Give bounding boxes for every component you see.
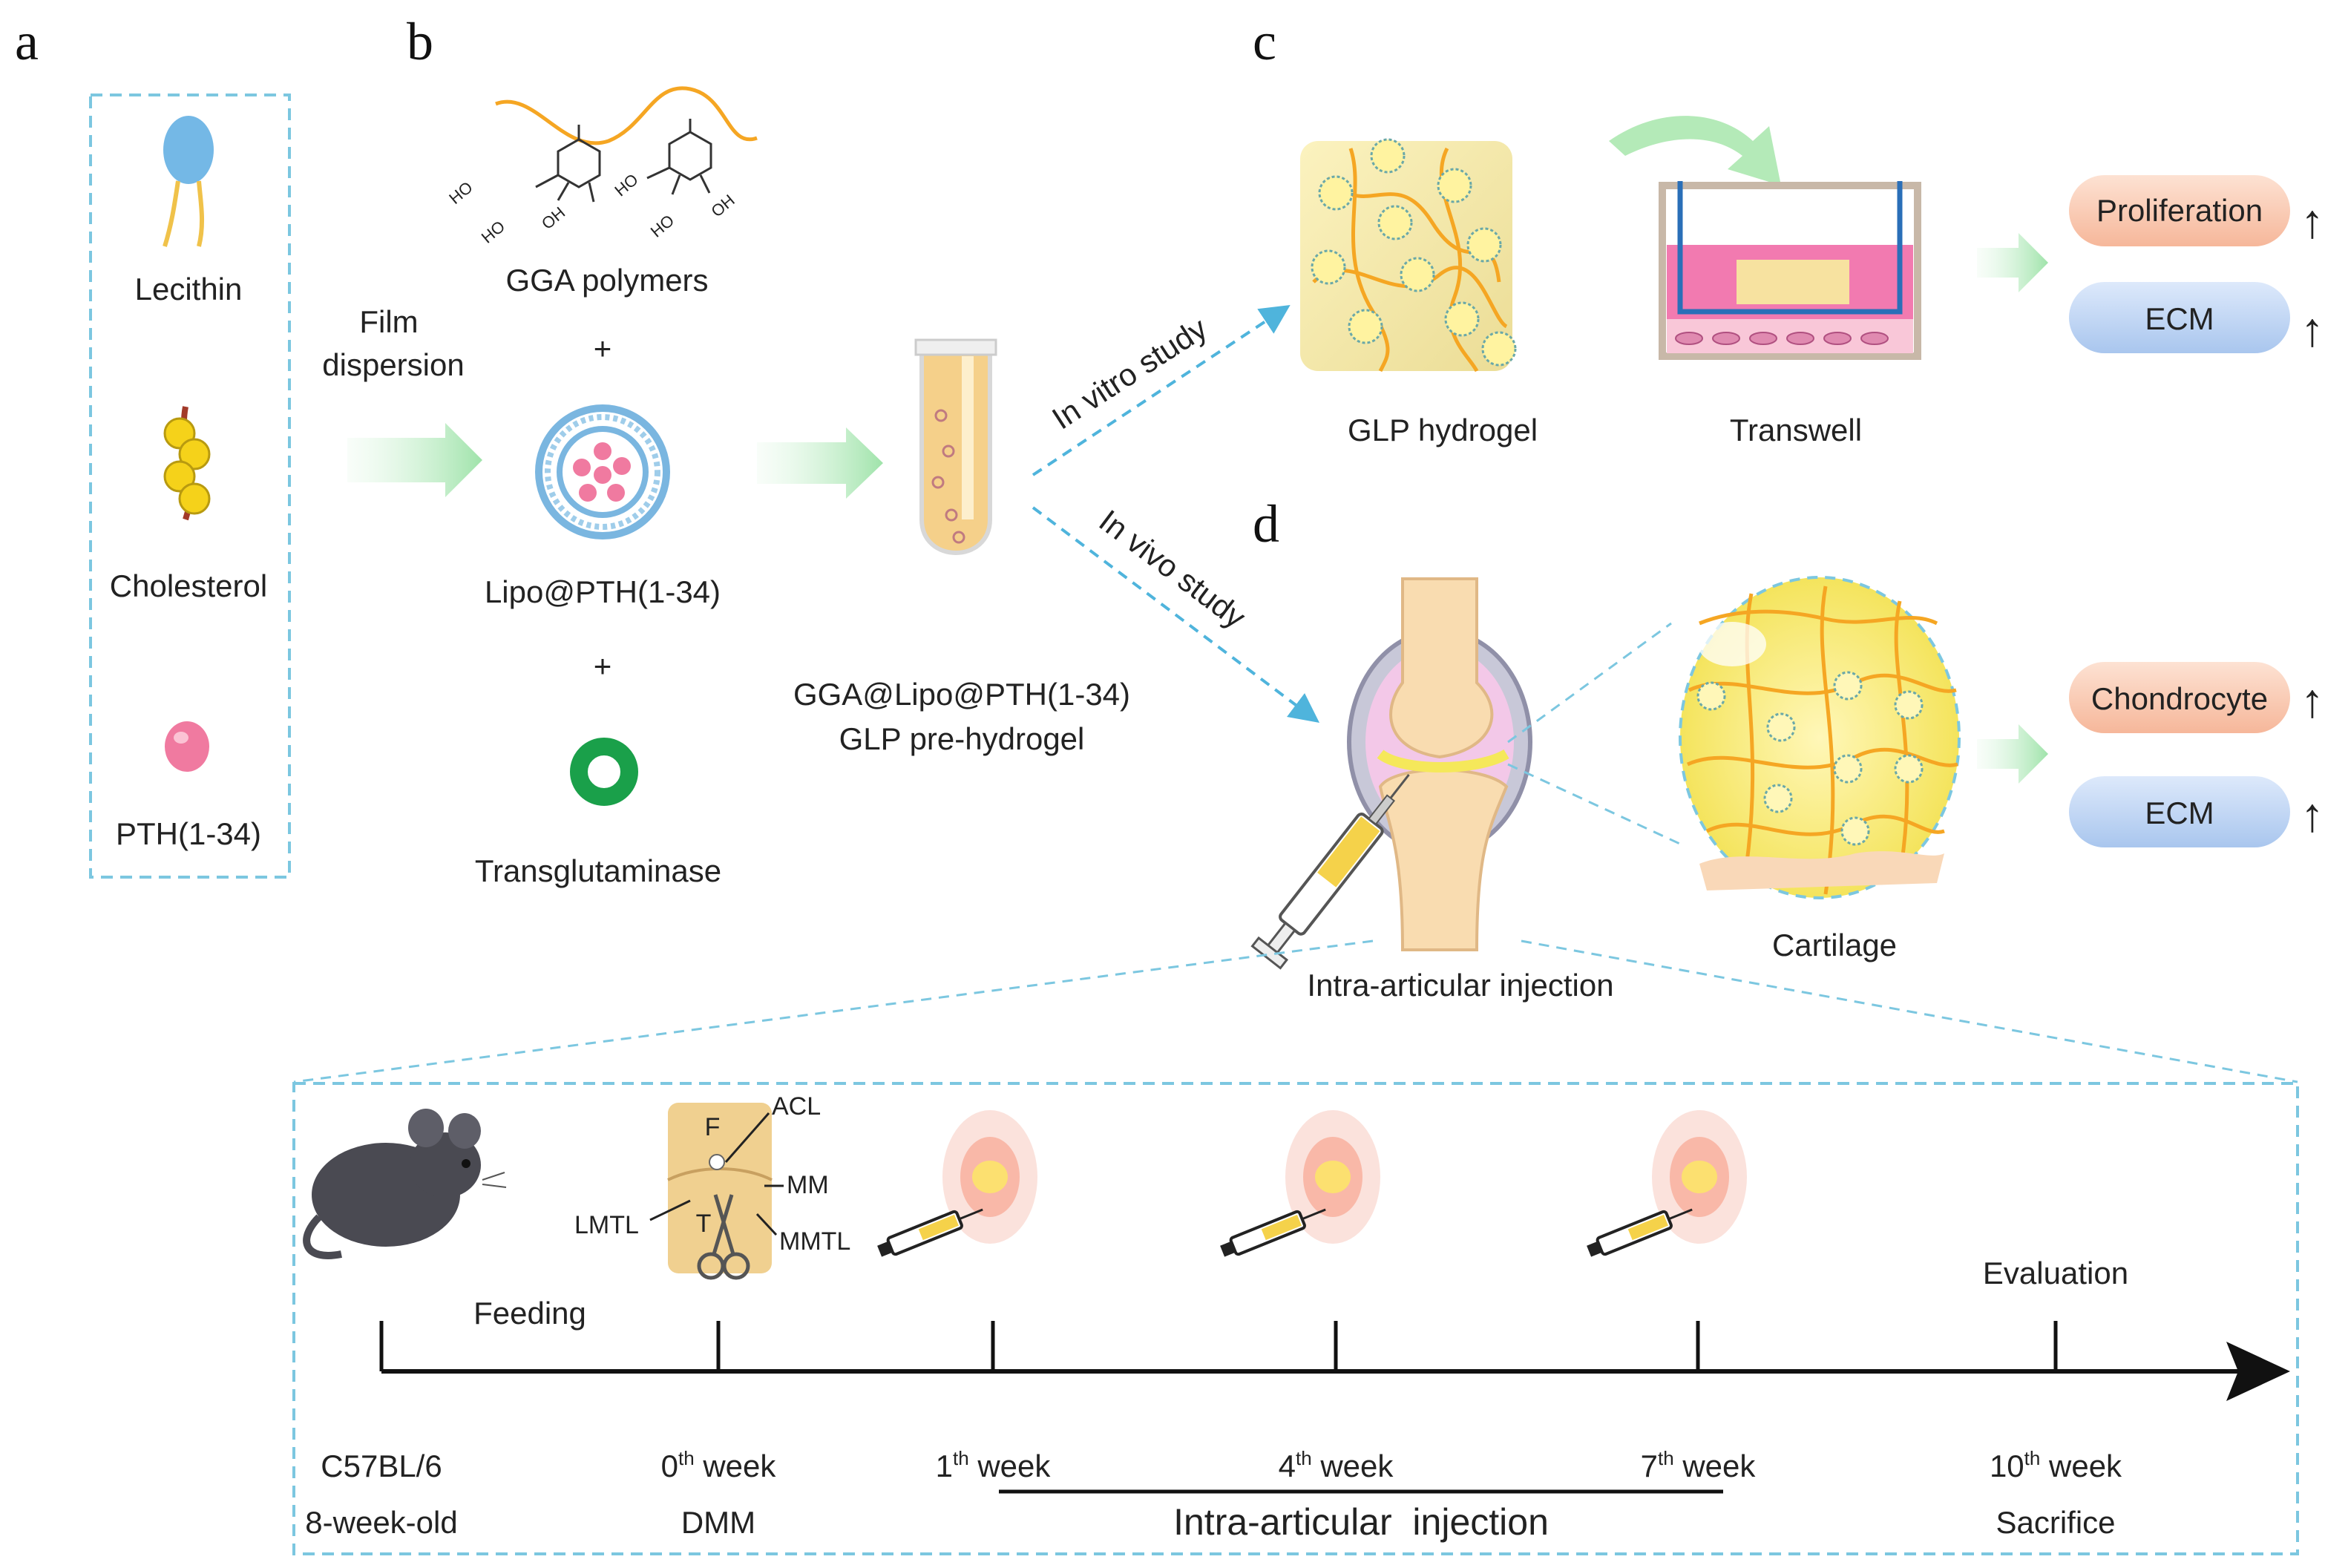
injection-span-label: Intra-articular injection [1173,1501,1549,1543]
liposome-icon [535,404,670,539]
panel-letter-b: b [407,12,433,71]
panel-letter-c: c [1253,12,1276,71]
knee-joint-icon [1347,577,1532,951]
svg-text:ECM: ECM [2145,796,2214,830]
in-vivo-label: In vivo study [1093,503,1253,635]
svg-text:Proliferation: Proliferation [2096,193,2263,228]
knee-label-mmtl: MMTL [779,1227,850,1256]
timeline-tick-label-1: 0th week [661,1447,777,1483]
lecithin-icon [163,116,214,247]
injection-icon-week-4 [1220,1110,1380,1257]
cholesterol-label: Cholesterol [110,568,267,603]
transglutaminase-icon [570,738,638,806]
evaluation-label: Evaluation [1983,1256,2128,1290]
green-arrow-2 [757,427,883,499]
green-arrow-4 [1977,724,2048,784]
plus-sign-1: + [594,331,612,366]
timeline-tick-label-5: 10th week [1990,1447,2122,1483]
in-vivo-arrow [1032,506,1319,724]
syringe-icon [1250,773,1410,970]
timeline-arrowhead [2226,1342,2290,1401]
timeline-tick-label-4: 7th week [1641,1447,1757,1483]
timeline-tick-sublabel-0: 8-week-old [305,1505,457,1540]
pth-icon [165,721,209,772]
proliferation-pill: Proliferation [2069,175,2290,246]
ecm-pill-d: ECM [2069,776,2290,847]
intra-articular-injection-label: Intra-articular injection [1307,968,1613,1003]
gga-polymers-label: GGA polymers [505,263,708,298]
plus-sign-2: + [594,649,612,683]
in-vitro-arrow [1032,304,1291,476]
timeline-tick-sublabel-5: Sacrifice [1996,1505,2115,1540]
glp-hydrogel-cube [1300,138,1517,373]
green-arrow-1 [347,423,482,497]
svg-text:HO: HO [478,217,508,246]
cartilage-zoom-circle [1679,576,1961,899]
svg-text:GLP pre-hydrogel: GLP pre-hydrogel [839,721,1085,756]
panel-letter-d: d [1253,494,1279,554]
zoom-line-2 [1507,763,1685,847]
chondrocyte-pill: Chondrocyte [2069,662,2290,733]
timeline-ticks [379,1321,2058,1371]
svg-text:OH: OH [538,203,568,233]
timeline-box [292,1082,2299,1555]
transwell-label: Transwell [1730,413,1862,447]
up-arrow-proliferation: ↑ [2301,194,2324,248]
curved-green-arrow [1609,116,1781,186]
mouse-icon [303,1109,507,1259]
up-arrow-ecm-d: ↑ [2301,788,2324,842]
zoom-line-timeline-right [1521,939,2298,1083]
svg-text:HO: HO [647,211,678,240]
transwell-icon [1659,181,1921,360]
up-arrow-chondrocyte: ↑ [2301,674,2324,727]
panel-letter-a: a [15,12,39,71]
lecithin-label: Lecithin [135,272,243,306]
knee-label-f: F [705,1113,721,1141]
knee-label-acl: ACL [772,1092,821,1121]
tube-icon [914,338,997,555]
injection-icon-week-1 [877,1110,1037,1257]
up-arrow-ecm-c: ↑ [2301,303,2324,356]
dmm-knee-icon: F T ACL MM LMTL MMTL [574,1092,850,1280]
cartilage-label: Cartilage [1772,928,1897,962]
cholesterol-icon [163,406,211,521]
ecm-pill-c: ECM [2069,282,2290,353]
injection-icon-week-7 [1587,1110,1747,1257]
svg-text:HO: HO [445,178,476,208]
knee-label-lmtl: LMTL [574,1211,639,1239]
timeline-tick-label-2: 1th week [936,1447,1052,1483]
svg-text:GGA@Lipo@PTH(1-34): GGA@Lipo@PTH(1-34) [793,677,1130,712]
zoom-line-timeline-left [293,939,1374,1083]
svg-text:ECM: ECM [2145,301,2214,336]
pth-label: PTH(1-34) [116,816,261,851]
timeline-tick-sublabel-1: DMM [681,1505,755,1540]
glp-hydrogel-label: GLP hydrogel [1348,413,1538,447]
pre-hydrogel-label: GGA@Lipo@PTH(1-34) GLP pre-hydrogel [793,677,1130,756]
transglutaminase-label: Transglutaminase [475,853,721,888]
svg-text:OH: OH [707,191,738,220]
knee-label-t: T [696,1210,712,1238]
feeding-label: Feeding [473,1296,586,1331]
svg-text:dispersion: dispersion [322,347,464,382]
gga-polymer-icon: HO HO OH HO HO OH [445,86,758,247]
timeline-tick-label-3: 4th week [1279,1447,1394,1483]
svg-text:HO: HO [611,170,641,200]
film-dispersion-label: Film dispersion [322,304,464,382]
lipo-pth-label: Lipo@PTH(1-34) [485,574,721,609]
green-arrow-3 [1977,233,2048,292]
svg-text:Chondrocyte: Chondrocyte [2091,681,2268,716]
timeline-tick-label-0: C57BL/6 [321,1449,442,1483]
svg-text:Film: Film [359,304,418,339]
zoom-line-1 [1507,622,1672,744]
panel-a-box [89,94,291,879]
knee-label-mm: MM [787,1171,829,1199]
